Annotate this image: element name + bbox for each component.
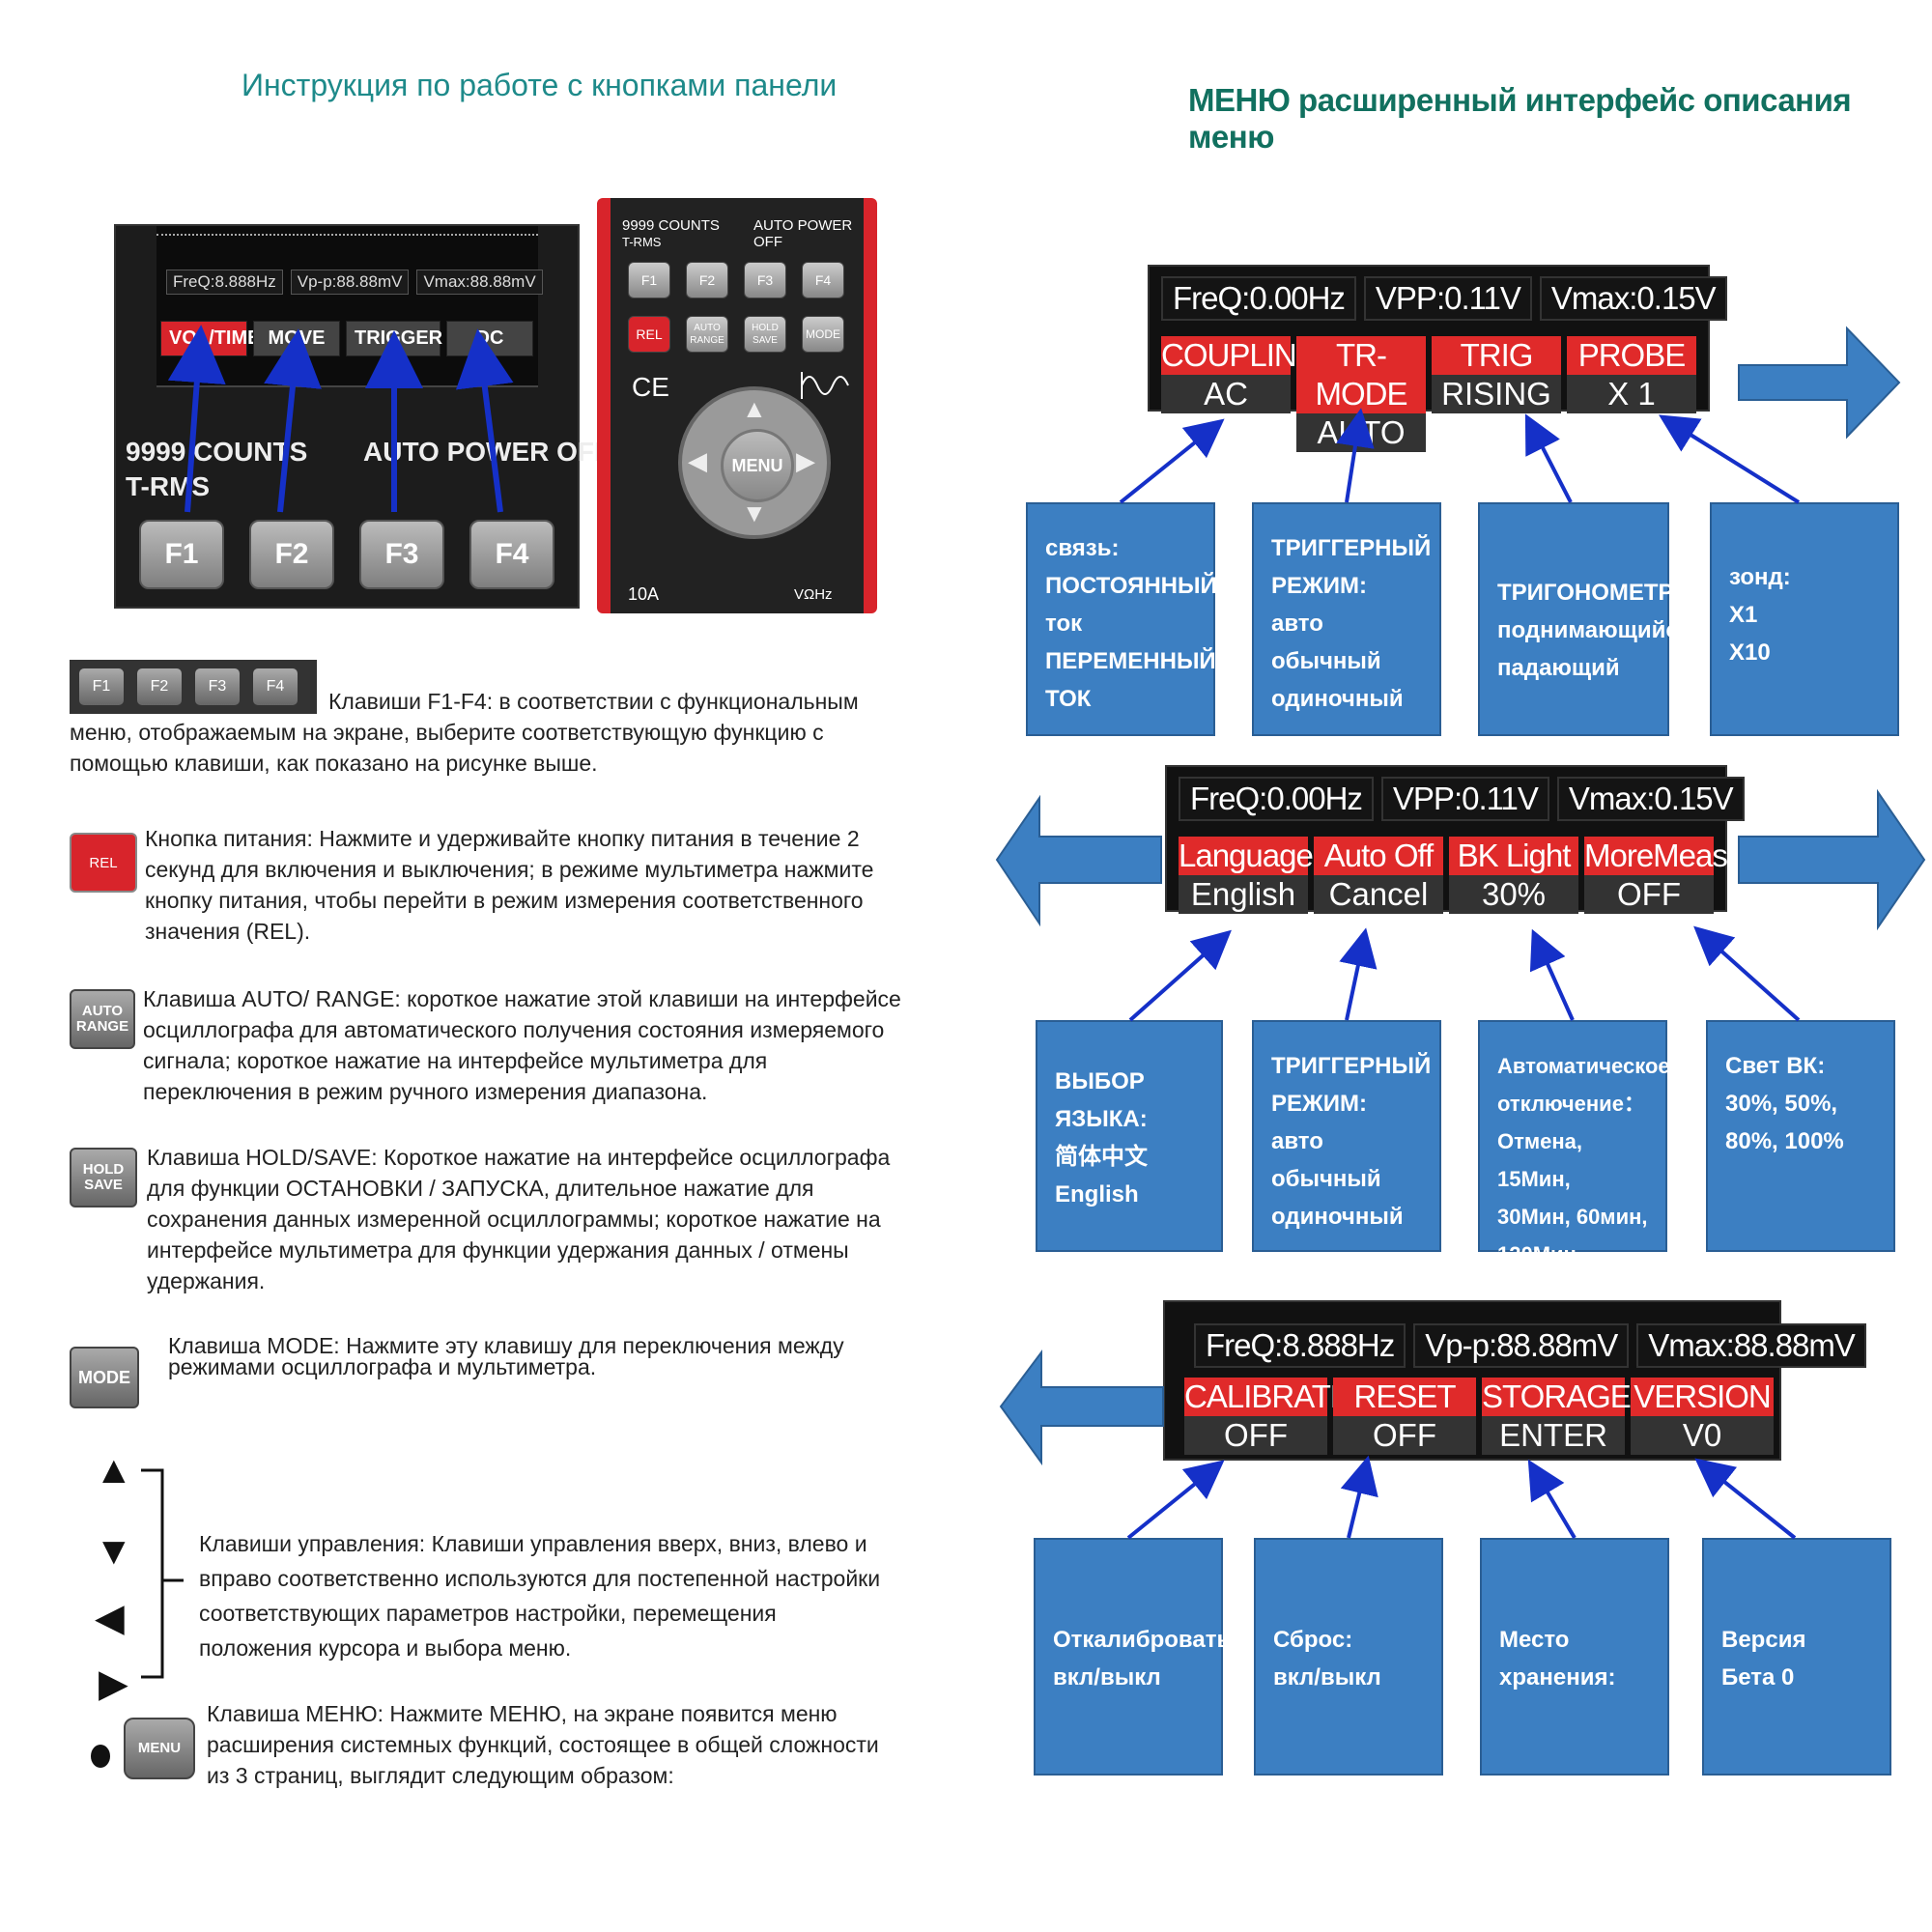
readout-vpp: Vp-p:88.88mV xyxy=(290,270,410,295)
menu-page-2: FreQ:0.00Hz VPP:0.11V Vmax:0.15V Languag… xyxy=(1165,765,1745,914)
front-f3-key[interactable]: F3 xyxy=(744,262,786,298)
menu-key-description: Клавиша МЕНЮ: Нажмите МЕНЮ, на экране по… xyxy=(207,1701,879,1788)
auto-range-icon: AUTO RANGE xyxy=(70,989,135,1049)
menu3-box-reset: Сброс:вкл/выкл xyxy=(1254,1538,1443,1776)
dpad-right-icon[interactable]: ▶ xyxy=(796,446,815,475)
mode-icon: MODE xyxy=(70,1347,139,1408)
mode-description: Клавиша MODE: Нажмите эту клавишу для пе… xyxy=(168,1333,844,1379)
strip-f1-key: F1 xyxy=(79,668,124,705)
front-counts-label: 9999 COUNTS xyxy=(622,217,720,234)
menu1-vpp-readout: VPP:0.11V xyxy=(1363,276,1532,321)
power-description: Кнопка питания: Нажмите и удерживайте кн… xyxy=(145,826,874,944)
device-trms-label: T-RMS xyxy=(126,471,211,501)
strip-f4-key: F4 xyxy=(253,668,298,705)
device-auto-power-off-label: AUTO POWER OFF xyxy=(363,437,611,467)
menu1-freq-readout: FreQ:0.00Hz xyxy=(1161,276,1356,321)
menu2-vpp-readout: VPP:0.11V xyxy=(1380,777,1549,821)
menu-page-1: FreQ:0.00Hz VPP:0.11V Vmax:0.15V COUPLIN… xyxy=(1148,265,1727,452)
ce-mark: CE xyxy=(632,372,669,402)
menu3-box-calibrate: Откалибровать：вкл/выкл xyxy=(1034,1538,1254,1776)
readout-vmax: Vmax:88.88mV xyxy=(416,270,543,295)
front-f1-key[interactable]: F1 xyxy=(628,262,670,298)
menu1-vmax-readout: Vmax:0.15V xyxy=(1539,276,1727,321)
direction-pad[interactable]: ▲ ▼ ◀ ▶ MENU xyxy=(678,386,831,539)
volt-jack-label: VΩHz xyxy=(794,586,833,603)
waveform-icon xyxy=(801,372,849,399)
front-rel-power-key[interactable]: REL xyxy=(628,316,670,353)
left-title: Инструкция по работе с кнопками панели xyxy=(242,68,838,102)
f2-key[interactable]: F2 xyxy=(249,520,334,589)
menu2-vmax-readout: Vmax:0.15V xyxy=(1556,777,1745,821)
device-counts-label: 9999 COUNTS xyxy=(126,437,308,467)
menu2-freq-readout: FreQ:0.00Hz xyxy=(1179,777,1374,821)
menu3-vpp-readout: Vp-p:88.88mV xyxy=(1413,1323,1630,1368)
strip-f3-key: F3 xyxy=(195,668,240,705)
fkeys-strip: F1 F2 F3 F4 xyxy=(70,660,317,714)
front-auto-power-off-label: AUTO POWER OFF xyxy=(753,217,853,250)
device-front-photo: 9999 COUNTS T-RMS AUTO POWER OFF F1 F2 F… xyxy=(597,198,877,613)
auto-range-description: Клавиша AUTO/ RANGE: короткое нажатие эт… xyxy=(143,986,901,1104)
down-arrow-icon: ▼ xyxy=(95,1530,133,1573)
front-mode-key[interactable]: MODE xyxy=(802,316,844,353)
menu-page-3: FreQ:8.888Hz Vp-p:88.88mV Vmax:88.88mV C… xyxy=(1163,1300,1866,1461)
left-arrow-icon: ◀ xyxy=(95,1597,125,1639)
bullet-dot xyxy=(91,1745,110,1768)
f3-key[interactable]: F3 xyxy=(359,520,444,589)
f4-key[interactable]: F4 xyxy=(469,520,554,589)
front-auto-range-key[interactable]: AUTO RANGE xyxy=(686,316,728,353)
nav-keys-description: Клавиши управления: Клавиши управления в… xyxy=(199,1531,881,1661)
menu2-box-bk-light: Свет ВК:30%, 50%,80%, 100% xyxy=(1706,1020,1895,1252)
front-trms-label: T-RMS xyxy=(622,235,662,249)
hold-save-description: Клавиша HOLD/SAVE: Короткое нажатие на и… xyxy=(147,1145,891,1293)
dpad-left-icon[interactable]: ◀ xyxy=(688,446,707,475)
device-screen-photo: FreQ:8.888Hz Vp-p:88.88mV Vmax:88.88mV V… xyxy=(114,224,611,609)
readout-freq: FreQ:8.888Hz xyxy=(166,270,283,295)
menu-center-button[interactable]: MENU xyxy=(721,429,794,502)
front-f2-key[interactable]: F2 xyxy=(686,262,728,298)
menu3-vmax-readout: Vmax:88.88mV xyxy=(1636,1323,1866,1368)
hold-save-icon: HOLD SAVE xyxy=(70,1148,137,1208)
dpad-down-icon[interactable]: ▼ xyxy=(742,498,767,527)
dpad-up-icon[interactable]: ▲ xyxy=(742,394,767,423)
right-arrow-icon: ▶ xyxy=(99,1662,128,1705)
right-title: МЕНЮ расширенный интерфейс описания меню xyxy=(1188,82,1852,155)
power-rel-icon: REL xyxy=(70,833,137,893)
menu-key-icon: MENU xyxy=(124,1718,195,1779)
fkeys-description: Клавиши F1-F4: в соответствии с функцион… xyxy=(70,689,859,776)
front-hold-save-key[interactable]: HOLD SAVE xyxy=(744,316,786,353)
menu3-freq-readout: FreQ:8.888Hz xyxy=(1194,1323,1406,1368)
device-front-panel: 9999 COUNTS T-RMS AUTO POWER OFF F1 F2 F… xyxy=(611,198,864,613)
up-arrow-icon: ▲ xyxy=(95,1449,133,1492)
current-jack-label: 10A xyxy=(628,584,660,604)
front-f4-key[interactable]: F4 xyxy=(802,262,844,298)
strip-f2-key: F2 xyxy=(137,668,182,705)
waveform-ruler xyxy=(156,234,538,265)
f1-key[interactable]: F1 xyxy=(139,520,224,589)
